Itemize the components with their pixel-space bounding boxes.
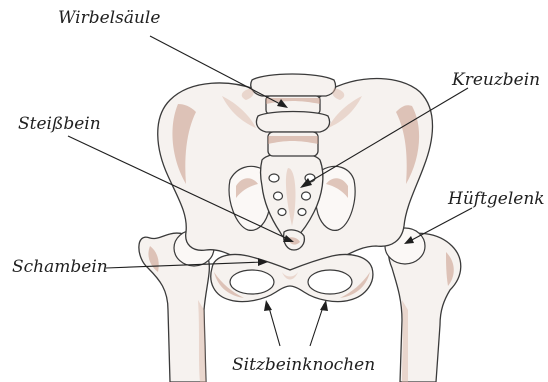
label-wirbelsaeule: Wirbelsäule xyxy=(58,10,160,27)
pointer-sitzbeinknochen-right xyxy=(310,304,324,346)
label-sitzbeinknochen: Sitzbeinknochen xyxy=(232,357,375,374)
label-steissbein: Steißbein xyxy=(18,116,101,133)
label-hueftgelenk: Hüftgelenk xyxy=(448,191,545,208)
pointer-sitzbeinknochen-left xyxy=(268,304,280,346)
right-femur xyxy=(385,228,461,382)
pointer-hueftgelenk xyxy=(408,208,472,242)
label-schambein: Schambein xyxy=(12,259,108,276)
label-kreuzbein: Kreuzbein xyxy=(452,72,540,89)
left-femur xyxy=(139,230,214,382)
